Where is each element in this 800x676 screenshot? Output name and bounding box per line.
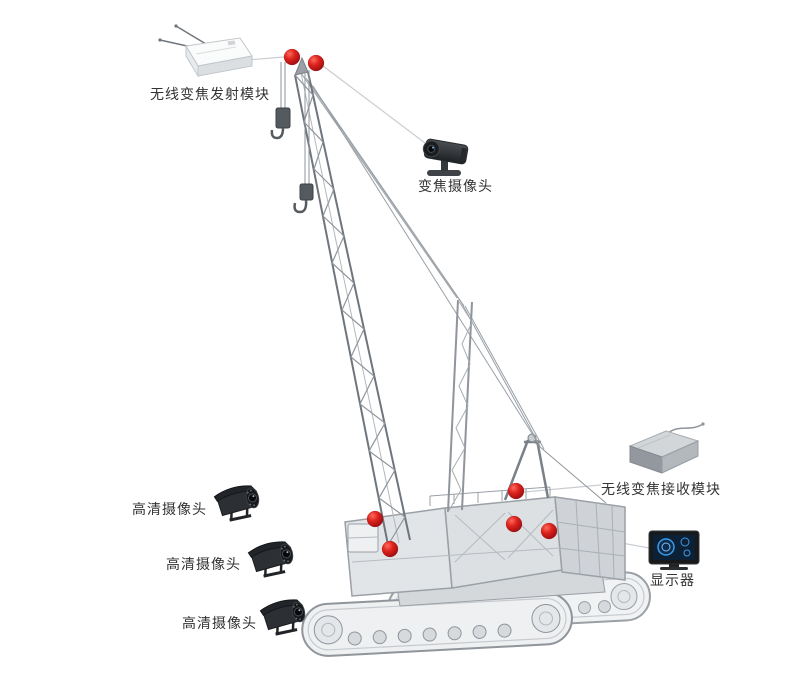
hoist-cables (300, 72, 545, 450)
hook-block-upper (270, 62, 291, 140)
mount-point-marker (307, 54, 325, 72)
leader-lines (246, 56, 650, 549)
mount-point-marker (505, 515, 523, 533)
wireless-transmitter-module-icon (158, 24, 253, 78)
label-zoom-camera: 变焦摄像头 (418, 178, 493, 194)
label-hd-camera-mid: 高清摄像头 (166, 556, 241, 572)
crane-body (344, 433, 626, 607)
monitor-icon (648, 530, 700, 570)
mount-point-marker (507, 482, 525, 500)
mount-point-marker (366, 510, 384, 528)
label-hd-camera-top: 高清摄像头 (132, 501, 207, 517)
zoom-camera-icon (422, 138, 469, 176)
hd-camera-2 (245, 537, 298, 580)
main-boom (294, 56, 411, 546)
mount-point-markers (283, 48, 558, 558)
mount-point-marker (381, 540, 399, 558)
hd-camera-1 (211, 481, 264, 524)
crawler-track-front (301, 591, 573, 657)
hd-camera-3 (257, 595, 310, 638)
label-wireless-receiver-module: 无线变焦接收模块 (601, 481, 721, 497)
label-hd-camera-bottom: 高清摄像头 (182, 615, 257, 631)
mount-point-marker (540, 522, 558, 540)
hook-block-lower (293, 70, 314, 214)
mount-point-marker (283, 48, 301, 66)
label-wireless-transmitter-module: 无线变焦发射模块 (150, 86, 270, 102)
wireless-receiver-module-icon (628, 422, 705, 474)
label-monitor: 显示器 (650, 572, 695, 588)
rear-mast (447, 299, 473, 513)
